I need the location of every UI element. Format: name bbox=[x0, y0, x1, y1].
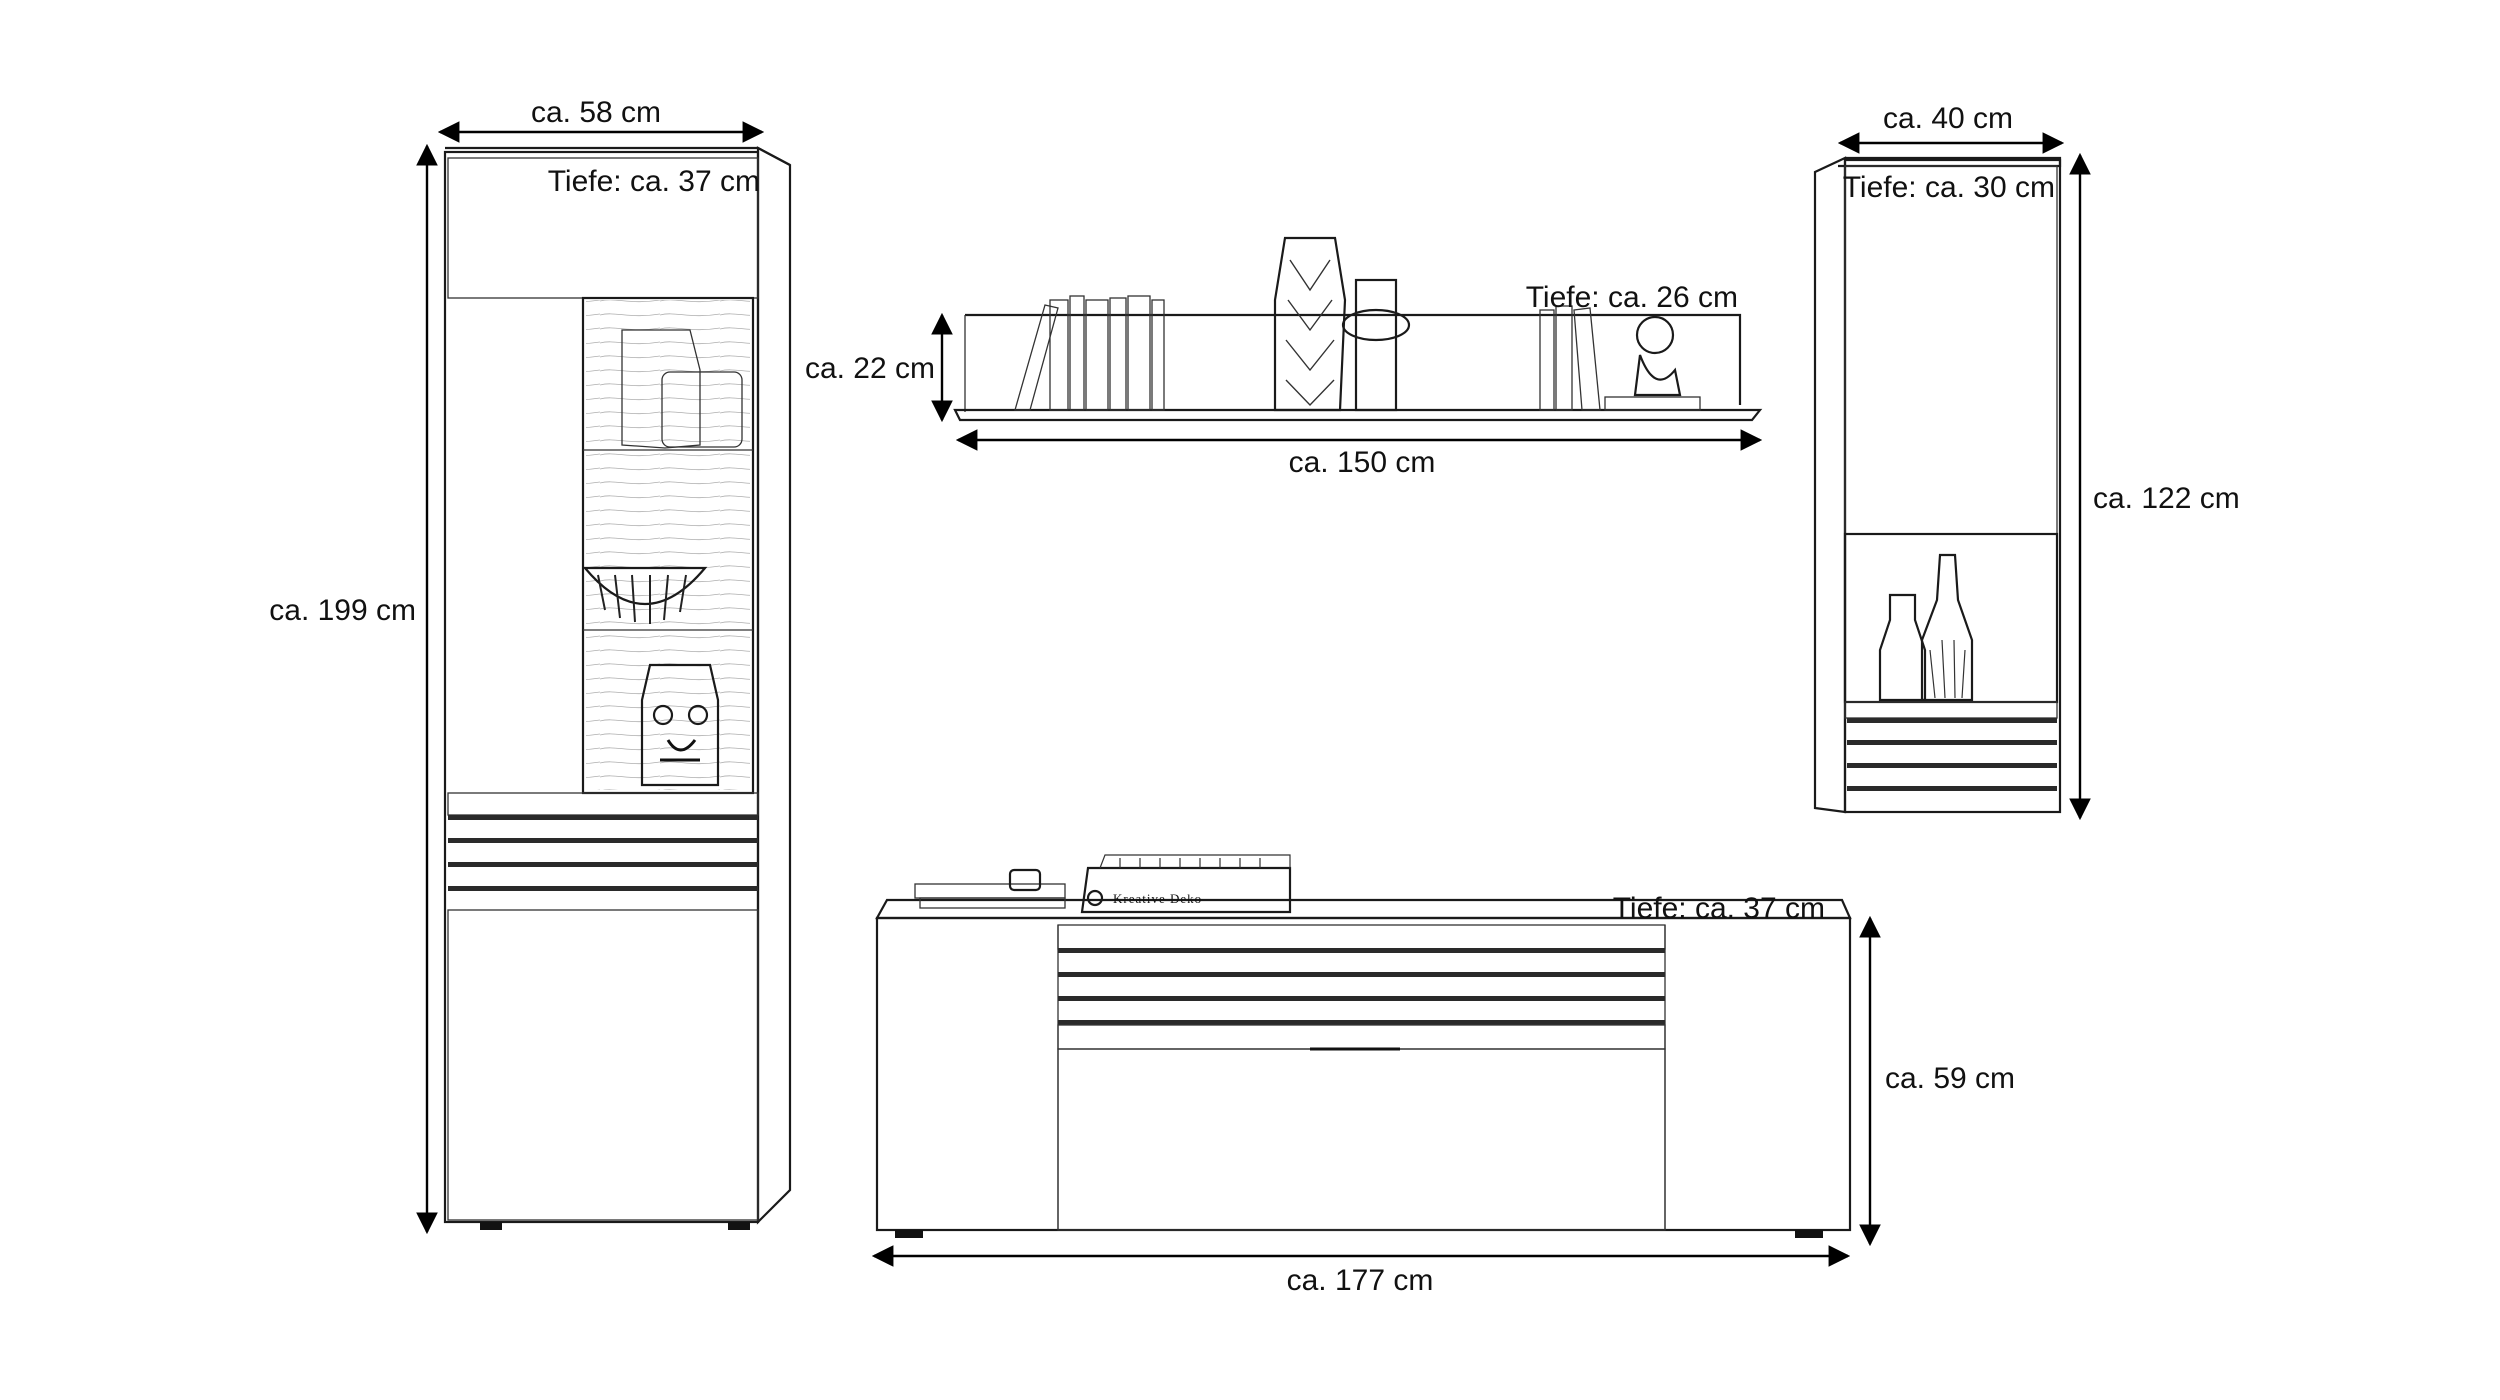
hanging-cabinet-side-panel bbox=[1813, 156, 1847, 814]
shelf-width-label: ca. 150 cm bbox=[1289, 446, 1436, 479]
vitrine-slat bbox=[448, 815, 758, 820]
lowboard-flap-door bbox=[1057, 1048, 1666, 1231]
lowboard-candle bbox=[1008, 868, 1042, 892]
lowboard-slat bbox=[1058, 1020, 1665, 1025]
wall-shelf-monkey-figurine bbox=[1604, 315, 1701, 411]
wall-shelf-candle-holder bbox=[1354, 278, 1398, 412]
shelf-height-label: ca. 22 cm bbox=[805, 352, 935, 385]
lowboard-decor: Kreative Deko bbox=[914, 854, 1292, 914]
lowboard-trim bbox=[1057, 924, 1666, 950]
wall-shelf-books-right bbox=[1539, 305, 1601, 411]
lowboard-slat bbox=[1058, 972, 1665, 977]
lowboard-slat bbox=[1058, 996, 1665, 1001]
hanging-cabinet-slat bbox=[1847, 718, 2057, 723]
lowboard-body bbox=[875, 916, 1852, 1232]
lowboard-width-label: ca. 177 cm bbox=[1287, 1264, 1434, 1297]
wall-shelf-back bbox=[965, 313, 1742, 405]
hanging-cabinet bbox=[1813, 156, 2062, 814]
vitrine-decor-cup bbox=[661, 371, 743, 448]
hanging-depth-label: Tiefe: ca. 30 cm bbox=[1843, 171, 2055, 204]
shelf-depth-label: Tiefe: ca. 26 cm bbox=[1526, 281, 1738, 314]
hanging-cabinet-slat bbox=[1847, 740, 2057, 745]
hanging-cabinet-front bbox=[1843, 158, 2062, 814]
hanging-cabinet-slat bbox=[1847, 763, 2057, 768]
hanging-cabinet-vase-tall bbox=[1920, 553, 1974, 702]
vitrine-width-label: ca. 58 cm bbox=[531, 96, 661, 129]
vitrine-depth-label: Tiefe: ca. 37 cm bbox=[548, 165, 760, 198]
vitrine-front bbox=[443, 150, 760, 1224]
lowboard-book-title: Kreative Deko bbox=[1113, 891, 1202, 906]
lowboard-stacked-book bbox=[914, 883, 1066, 899]
lowboard: Kreative Deko bbox=[875, 854, 1852, 1238]
vitrine-top bbox=[445, 146, 791, 166]
hanging-cabinet-niche bbox=[1843, 532, 2059, 704]
vitrine-slat bbox=[448, 886, 758, 891]
lowboard-height-label: ca. 59 cm bbox=[1885, 1062, 2015, 1095]
hanging-width-label: ca. 40 cm bbox=[1883, 102, 2013, 135]
vitrine-foot bbox=[728, 1222, 750, 1230]
lowboard-slat bbox=[1058, 948, 1665, 953]
vitrine-trim bbox=[447, 792, 759, 816]
hanging-height-label: ca. 122 cm bbox=[2093, 482, 2240, 515]
vitrine-side-panel bbox=[756, 146, 792, 1225]
lowboard-depth-label: Tiefe: ca. 37 cm bbox=[1613, 892, 1825, 925]
wall-shelf-board bbox=[953, 408, 1763, 422]
vitrine-cabinet bbox=[443, 146, 792, 1230]
vitrine-foot bbox=[480, 1222, 502, 1230]
lowboard-foot bbox=[1795, 1230, 1823, 1238]
hanging-cabinet-door bbox=[1844, 165, 2058, 535]
vitrine-height-label: ca. 199 cm bbox=[269, 594, 416, 627]
wall-shelf-books-left bbox=[1014, 295, 1165, 411]
lowboard-foot bbox=[895, 1230, 923, 1238]
vitrine-lower-door bbox=[447, 909, 759, 1221]
vitrine-decor-vase bbox=[621, 329, 701, 449]
hanging-cabinet-trim bbox=[1844, 701, 2058, 719]
vitrine-decor-face-vase bbox=[640, 663, 720, 787]
hanging-cabinet-slat bbox=[1847, 786, 2057, 791]
hanging-cabinet-vase-small bbox=[1878, 593, 1927, 702]
vitrine-slat bbox=[448, 838, 758, 843]
vitrine-slat bbox=[448, 862, 758, 867]
lowboard-book-emblem bbox=[1086, 889, 1104, 907]
wall-shelf-tall-vase bbox=[1273, 236, 1347, 412]
lowboard-book bbox=[1080, 866, 1292, 914]
wall-shelf bbox=[953, 236, 1763, 422]
